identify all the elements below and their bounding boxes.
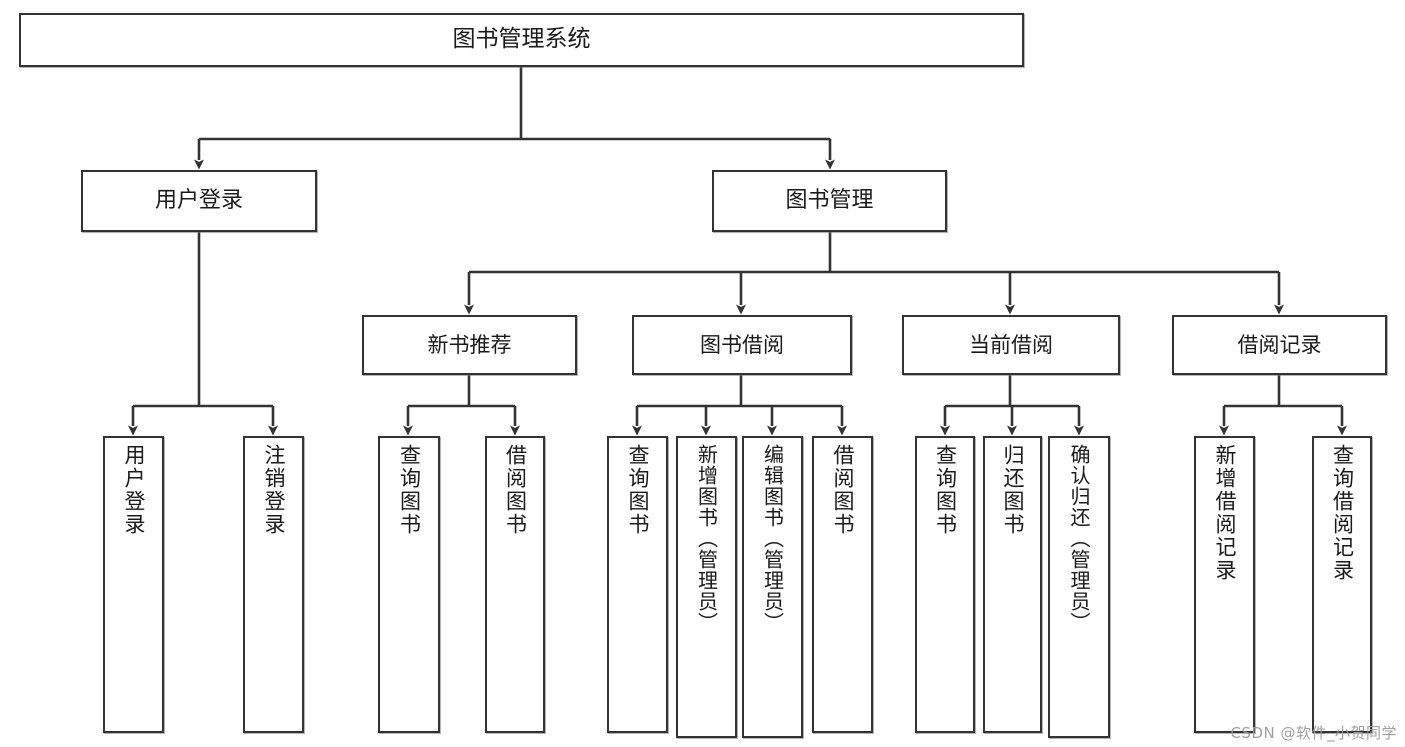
node-leaf-query-book-1[interactable]: 查询图书 bbox=[378, 436, 440, 733]
node-label: 归还图书 bbox=[1001, 444, 1025, 536]
node-label: 查询图书 bbox=[933, 444, 958, 536]
watermark: CSDN @软件_小贺同学 bbox=[1230, 724, 1397, 742]
node-label: 新增借阅记录 bbox=[1213, 444, 1237, 582]
node-current-borrow[interactable]: 当前借阅 bbox=[902, 315, 1120, 375]
node-leaf-add-book-admin[interactable]: 新增图书（管理员） bbox=[676, 436, 737, 738]
node-label: 查询图书 bbox=[626, 444, 650, 536]
node-label: 图书管理系统 bbox=[452, 26, 591, 53]
node-label: 新增图书（管理员） bbox=[694, 444, 719, 633]
node-label: 用户登录 bbox=[122, 444, 146, 536]
node-borrow-record[interactable]: 借阅记录 bbox=[1172, 315, 1387, 375]
node-label: 当前借阅 bbox=[969, 332, 1053, 357]
node-label: 新书推荐 bbox=[427, 332, 512, 357]
node-label: 编辑图书（管理员） bbox=[760, 444, 785, 633]
node-leaf-user-logout[interactable]: 注销登录 bbox=[243, 436, 304, 733]
node-leaf-add-borrow-record[interactable]: 新增借阅记录 bbox=[1194, 436, 1255, 733]
node-leaf-query-borrow-record[interactable]: 查询借阅记录 bbox=[1312, 436, 1372, 733]
node-label: 查询借阅记录 bbox=[1330, 444, 1355, 582]
node-leaf-query-book-2[interactable]: 查询图书 bbox=[607, 436, 668, 733]
node-label: 图书借阅 bbox=[700, 332, 784, 357]
node-leaf-return-book[interactable]: 归还图书 bbox=[983, 436, 1042, 733]
node-leaf-edit-book-admin[interactable]: 编辑图书（管理员） bbox=[742, 436, 803, 738]
node-leaf-borrow-book-1[interactable]: 借阅图书 bbox=[485, 436, 545, 733]
node-leaf-query-book-3[interactable]: 查询图书 bbox=[915, 436, 975, 733]
node-label: 借阅记录 bbox=[1237, 332, 1322, 357]
node-root-root[interactable]: 图书管理系统 bbox=[19, 13, 1024, 67]
node-label: 借阅图书 bbox=[503, 444, 528, 536]
node-new-book-recommend[interactable]: 新书推荐 bbox=[362, 315, 577, 375]
node-label: 注销登录 bbox=[262, 444, 286, 536]
node-label: 图书管理 bbox=[785, 188, 874, 214]
node-label: 借阅图书 bbox=[831, 444, 855, 536]
node-user-login[interactable]: 用户登录 bbox=[81, 170, 317, 232]
node-label: 确认归还（管理员） bbox=[1067, 444, 1091, 633]
node-leaf-confirm-return-admin[interactable]: 确认归还（管理员） bbox=[1048, 436, 1110, 738]
node-label: 查询图书 bbox=[397, 444, 422, 536]
node-leaf-user-login-do[interactable]: 用户登录 bbox=[103, 436, 164, 733]
node-label: 用户登录 bbox=[154, 188, 243, 214]
node-book-manage[interactable]: 图书管理 bbox=[712, 170, 947, 232]
node-leaf-borrow-book-2[interactable]: 借阅图书 bbox=[812, 436, 873, 733]
node-book-borrow[interactable]: 图书借阅 bbox=[632, 315, 852, 375]
